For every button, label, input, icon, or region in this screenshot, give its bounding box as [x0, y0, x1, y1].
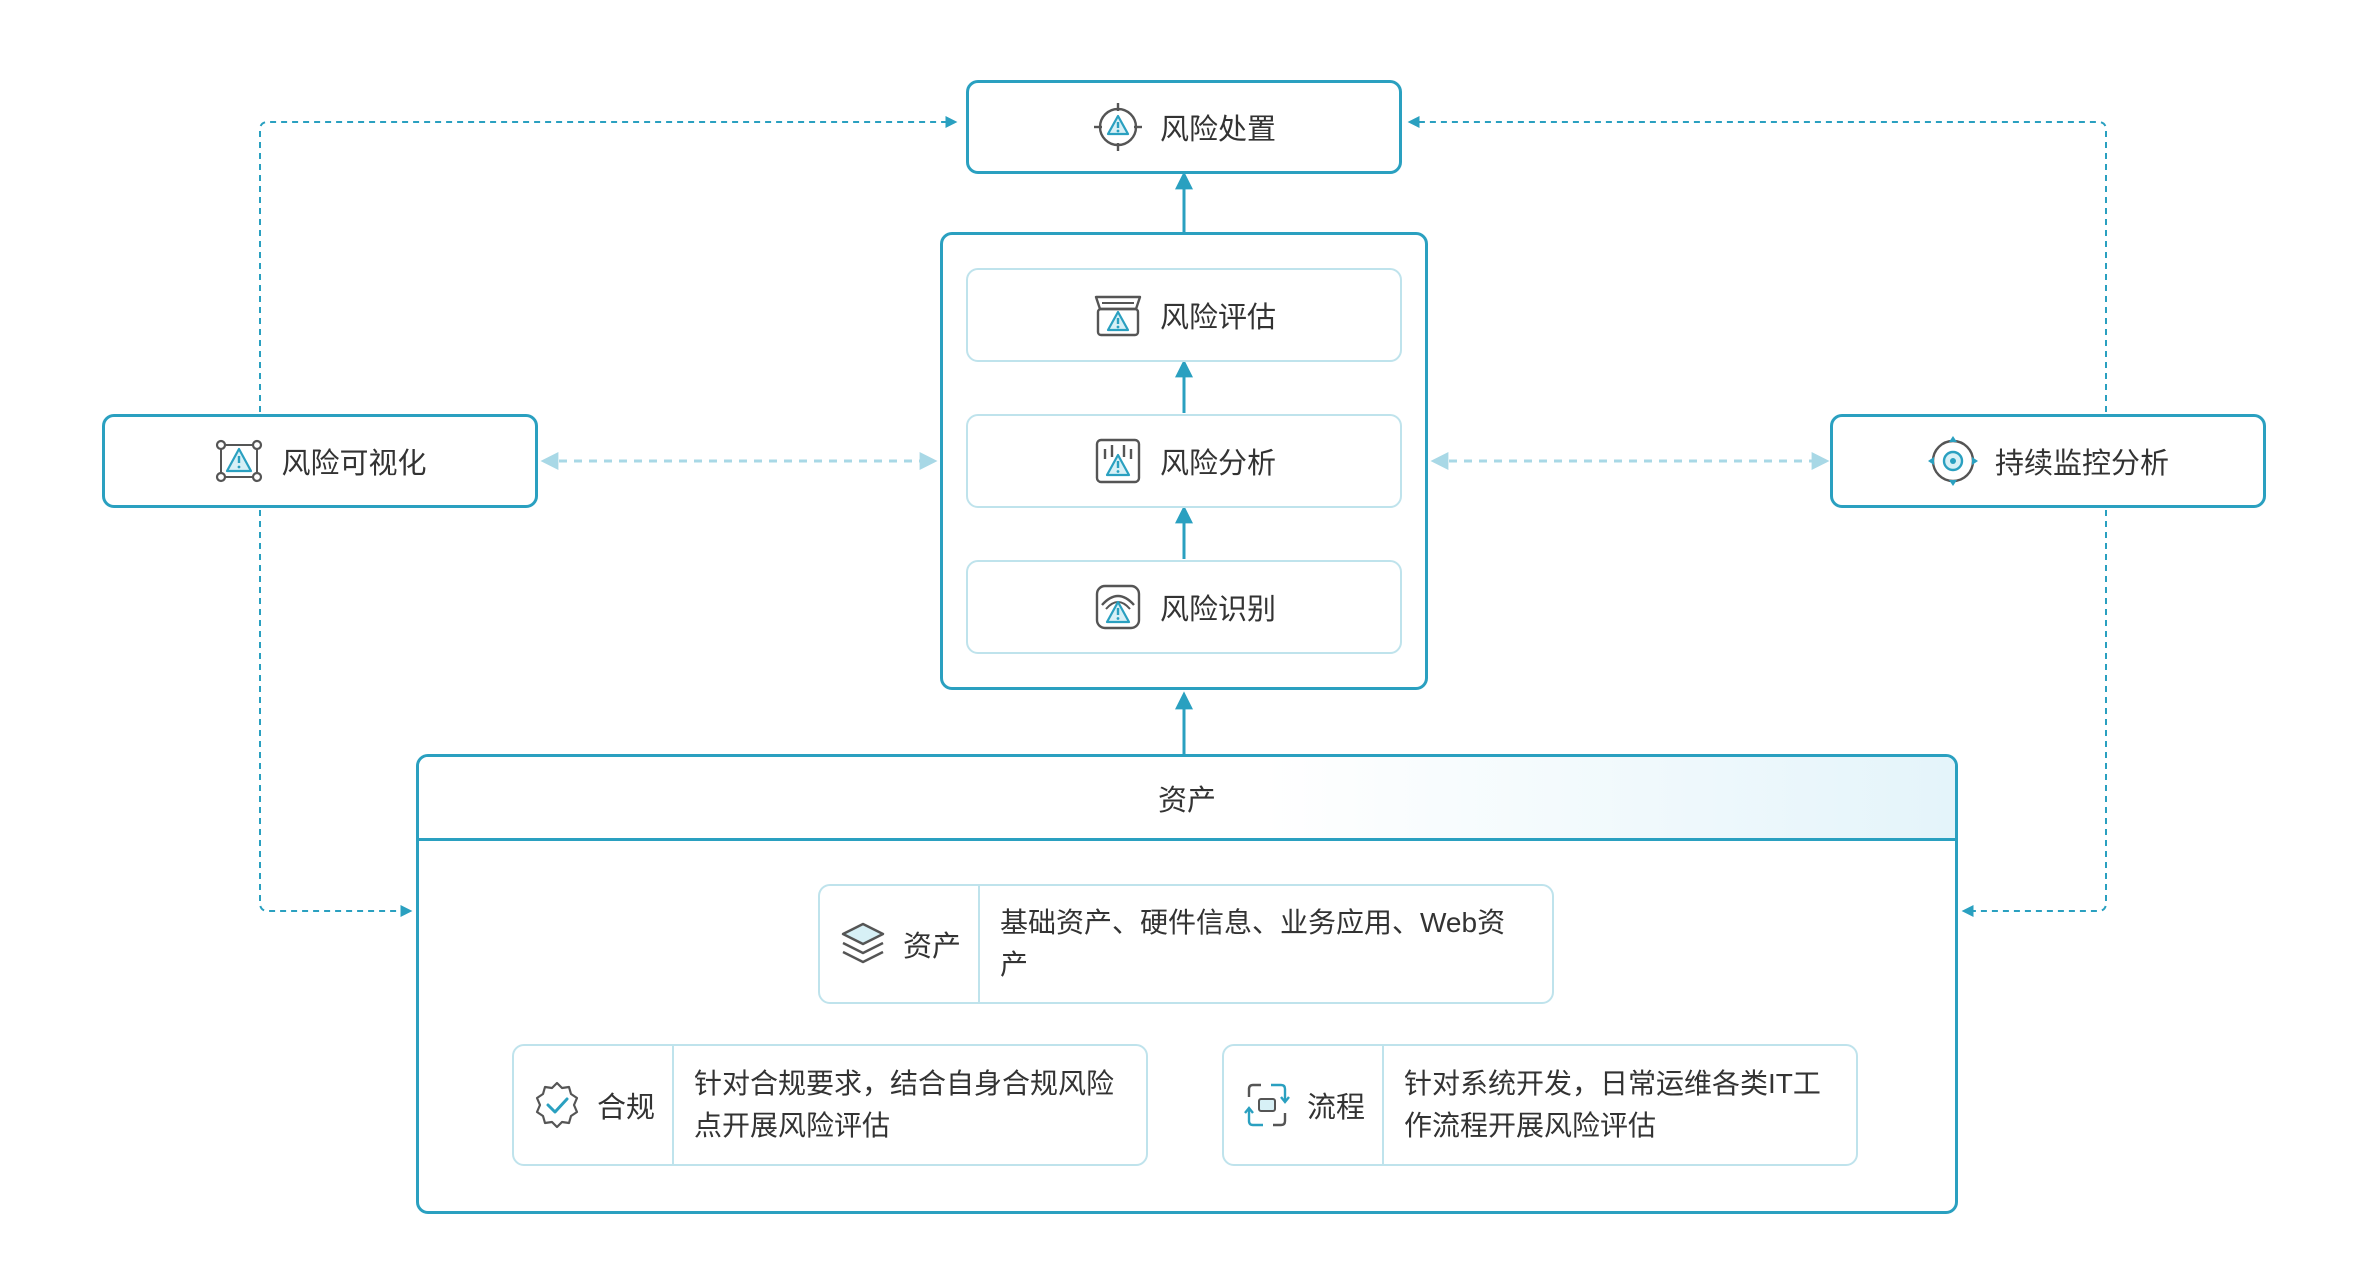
- risk-assessment-label: 风险评估: [1159, 302, 1276, 334]
- risk-disposal-label: 风险处置: [1159, 114, 1276, 146]
- process-card: 流程 针对系统开发，日常运维各类IT工 作流程开展风险评估: [1222, 1044, 1858, 1166]
- risk-visualization-label: 风险可视化: [281, 448, 427, 480]
- compliance-card-description: 针对合规要求，结合自身合规风险 点开展风险评估: [674, 1046, 1146, 1164]
- dashed-visualization-to-assets: [259, 510, 413, 917]
- risk-identification-label: 风险识别: [1159, 594, 1276, 626]
- analysis-warning-icon: [1092, 435, 1144, 487]
- dashed-monitoring-to-assets: [1961, 510, 2107, 917]
- process-description-line1: 针对系统开发，日常运维各类IT工: [1404, 1068, 1821, 1099]
- compliance-card: 合规 针对合规要求，结合自身合规风险 点开展风险评估: [512, 1044, 1148, 1166]
- assets-panel-header: 资产: [419, 757, 1955, 841]
- asset-card-description: 基础资产、硬件信息、业务应用、Web资产: [1000, 907, 1506, 980]
- assets-panel-title: 资产: [1157, 784, 1216, 817]
- compliance-description-line2: 点开展风险评估: [694, 1110, 891, 1141]
- process-card-header: 流程: [1224, 1046, 1384, 1164]
- risk-disposal-node: 风险处置: [966, 80, 1402, 174]
- dashed-monitoring-to-disposal: [1407, 116, 2107, 412]
- risk-visualization-node: 风险可视化: [102, 414, 538, 508]
- process-card-description: 针对系统开发，日常运维各类IT工 作流程开展风险评估: [1384, 1046, 1856, 1164]
- layers-icon: [837, 918, 889, 970]
- continuous-monitoring-node: 持续监控分析: [1830, 414, 2266, 508]
- asset-card-header: 资产: [820, 886, 980, 1002]
- compliance-description-line1: 针对合规要求，结合自身合规风险: [694, 1068, 1115, 1099]
- target-warning-icon: [1092, 101, 1144, 153]
- compliance-card-label: 合规: [596, 1092, 655, 1124]
- cycle-process-icon: [1241, 1079, 1293, 1131]
- asset-card-label: 资产: [902, 931, 961, 963]
- risk-assessment-node: 风险评估: [966, 268, 1402, 362]
- process-card-label: 流程: [1306, 1092, 1365, 1124]
- risk-identification-node: 风险识别: [966, 560, 1402, 654]
- monitor-target-icon: [1927, 435, 1979, 487]
- risk-process-group: [940, 232, 1428, 690]
- badge-check-icon: [531, 1079, 583, 1131]
- identification-warning-icon: [1092, 581, 1144, 633]
- assessment-warning-icon: [1092, 289, 1144, 341]
- risk-analysis-node: 风险分析: [966, 414, 1402, 508]
- asset-card: 资产 基础资产、硬件信息、业务应用、Web资产: [818, 884, 1554, 1004]
- visualization-warning-icon: [213, 435, 265, 487]
- continuous-monitoring-label: 持续监控分析: [1994, 448, 2169, 480]
- dashed-visualization-to-disposal: [259, 116, 958, 412]
- process-description-line2: 作流程开展风险评估: [1404, 1110, 1657, 1141]
- risk-analysis-label: 风险分析: [1159, 448, 1276, 480]
- compliance-card-header: 合规: [514, 1046, 674, 1164]
